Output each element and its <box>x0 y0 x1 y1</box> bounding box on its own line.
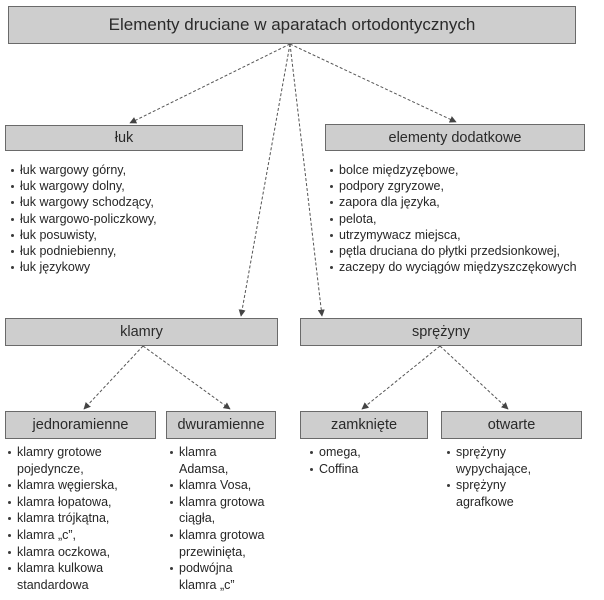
diagram-title-box: Elementy druciane w aparatach ortodontyc… <box>8 6 576 44</box>
node-otwarte-label: otwarte <box>487 417 536 433</box>
list-item: sprężyny wypychające, <box>447 444 546 477</box>
list-item: łuk wargowy górny, <box>11 162 157 178</box>
node-elementy-dodatkowe: elementy dodatkowe <box>325 124 585 151</box>
arrow-klamry-to-dwuramienne <box>142 345 231 410</box>
node-zamkniete: zamknięte <box>300 411 428 439</box>
list-item: łuk podniebienny, <box>11 243 157 259</box>
list-item: klamra kulkowa standardowa <box>8 560 155 593</box>
node-sprezyny: sprężyny <box>300 318 582 346</box>
list-item: sprężyny agrafkowe <box>447 477 546 510</box>
node-luk-label: łuk <box>114 130 134 146</box>
node-dwuramienne-label: dwuramienne <box>177 417 265 433</box>
node-sprezyny-label: sprężyny <box>411 324 471 340</box>
list-item: łuk językowy <box>11 259 157 275</box>
arrow-title-to-sprezyny <box>289 43 325 317</box>
node-dwuramienne: dwuramienne <box>166 411 276 439</box>
list-item: utrzymywacz miejsca, <box>330 227 577 243</box>
zamkniete-list: omega, Coffina <box>310 444 420 477</box>
otwarte-list: sprężyny wypychające, sprężyny agrafkowe <box>447 444 546 510</box>
list-item: klamra grotowa przewinięta, <box>170 527 267 560</box>
list-item: klamra Adamsa, <box>170 444 267 477</box>
list-item: klamra oczkowa, <box>8 544 155 561</box>
list-item: pętla druciana do płytki przedsionkowej, <box>330 243 577 259</box>
dwuramienne-list: klamra Adamsa, klamra Vosa, klamra groto… <box>170 444 267 593</box>
diagram-title: Elementy druciane w aparatach ortodontyc… <box>108 15 476 34</box>
list-item: klamra łopatowa, <box>8 494 155 511</box>
list-item: podwójna klamra „c” <box>170 560 267 593</box>
list-item: bolce międzyzębowe, <box>330 162 577 178</box>
arrow-sprezyny-to-otwarte <box>439 345 509 410</box>
node-otwarte: otwarte <box>441 411 582 439</box>
list-item: zaczepy do wyciągów międzyszczękowych <box>330 259 577 275</box>
list-item: łuk wargowo-policzkowy, <box>11 211 157 227</box>
arrow-title-to-luk <box>129 43 291 124</box>
arrow-sprezyny-to-zamkniete <box>361 345 441 410</box>
node-klamry: klamry <box>5 318 278 346</box>
list-item: klamra Vosa, <box>170 477 267 494</box>
list-item: Coffina <box>310 461 420 478</box>
arrow-klamry-to-jednoramienne <box>83 345 144 410</box>
arrow-title-to-elementy-dodatkowe <box>289 43 457 123</box>
luk-list: łuk wargowy górny, łuk wargowy dolny, łu… <box>11 162 157 275</box>
list-item: łuk posuwisty, <box>11 227 157 243</box>
node-jednoramienne-label: jednoramienne <box>32 417 129 433</box>
list-item: pelota, <box>330 211 577 227</box>
list-item: klamry grotowe pojedyncze, <box>8 444 155 477</box>
list-item: klamra „c”, <box>8 527 155 544</box>
list-item: podpory zgryzowe, <box>330 178 577 194</box>
list-item: zapora dla języka, <box>330 194 577 210</box>
node-luk: łuk <box>5 125 243 151</box>
list-item: łuk wargowy dolny, <box>11 178 157 194</box>
list-item: omega, <box>310 444 420 461</box>
node-klamry-label: klamry <box>120 324 163 340</box>
list-item: klamra grotowa ciągła, <box>170 494 267 527</box>
node-jednoramienne: jednoramienne <box>5 411 156 439</box>
list-item: klamra trójkątna, <box>8 510 155 527</box>
arrow-title-to-klamry <box>238 43 291 317</box>
jednoramienne-list: klamry grotowe pojedyncze, klamra węgier… <box>8 444 155 593</box>
node-zamkniete-label: zamknięte <box>330 417 398 433</box>
node-elementy-dodatkowe-label: elementy dodatkowe <box>388 129 522 146</box>
list-item: klamra węgierska, <box>8 477 155 494</box>
elementy-dodatkowe-list: bolce międzyzębowe, podpory zgryzowe, za… <box>330 162 577 275</box>
list-item: łuk wargowy schodzący, <box>11 194 157 210</box>
